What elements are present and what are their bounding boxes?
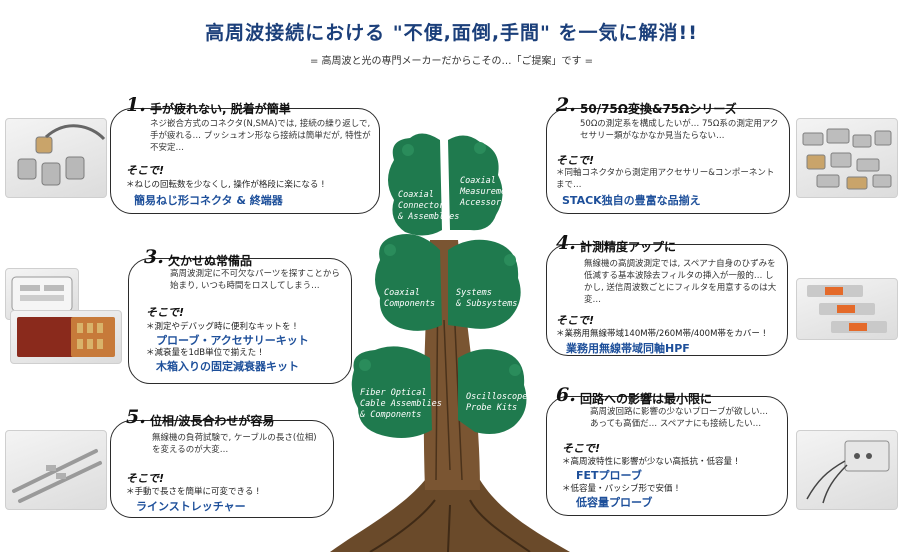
item-5-number: 5. (126, 406, 146, 428)
tree-label-systems: Systems& Subsystems (456, 288, 518, 309)
item-6-product-2: 低容量プローブ (576, 496, 653, 509)
item-1-heading: 手が疲れない, 脱着が簡単 (150, 102, 291, 116)
item-3-desc: 高周波測定に不可欠なパーツを探すことから始まり, いつも時間をロスしてしまう… (170, 269, 340, 291)
item-6-card (546, 396, 788, 516)
page-title: 高周波接続における "不便,面倒,手間" を一気に解消!! (205, 22, 698, 44)
item-2-number: 2. (556, 94, 576, 116)
item-6-photo (796, 430, 898, 510)
item-3-photo-box (10, 310, 122, 364)
item-3-heading: 欠かせぬ常備品 (168, 254, 253, 268)
item-1-number: 1. (126, 94, 146, 116)
item-3-note-1: ＊測定やデバッグ時に便利なキットを ! (146, 322, 297, 332)
item-3-product-1: プローブ・アクセサリーキット (156, 334, 309, 347)
item-5-card (110, 420, 334, 518)
item-1-note-1: ＊ねじの回転数を少なくし, 操作が格段に楽になる ! (126, 180, 325, 190)
item-4-desc: 無線機の高調波測定では, スペアナ自身のひずみを低減する基本波除去フィルタの挿入… (584, 259, 777, 305)
item-4-note-1: ＊業務用無線帯域140M帯/260M帯/400M帯をカバー ! (556, 329, 767, 339)
item-3-product-2: 木箱入りの固定減衰器キット (156, 360, 299, 373)
tree-illustration (330, 133, 570, 552)
item-5-desc: 無線機の負荷試験で, ケーブルの長さ(位相)を変えるのが大変… (152, 433, 317, 455)
item-4-product-1: 業務用無線帯域同軸HPF (566, 342, 690, 355)
item-2-desc: 50Ωの測定系を構成したいが… 75Ω系の測定用アクセサリー類がなかなか見当たら… (580, 119, 779, 141)
item-1-card (110, 108, 380, 214)
item-5-photo (5, 430, 107, 510)
item-5-soko: そこで! (126, 472, 165, 485)
canopy-low-left (351, 346, 432, 438)
item-4-soko: そこで! (556, 314, 595, 327)
item-3-number: 3. (144, 246, 164, 268)
item-2-card (546, 108, 790, 214)
item-1-desc: ネジ嵌合方式のコネクタ(N,SMA)では, 接続の繰り返しで, 手が疲れる… プ… (150, 119, 371, 153)
item-5-product-1: ラインストレッチャー (136, 500, 246, 513)
item-6-heading: 回路への影響は最小限に (580, 392, 713, 406)
item-2-photo (796, 118, 898, 198)
item-2-soko: そこで! (556, 154, 595, 167)
canopy-mid-right (448, 239, 521, 329)
item-6-desc: 高周波回路に影響の少ないプローブが欲しい… あっても高価だ… スペアナにも接続し… (590, 407, 768, 429)
item-6-soko: そこで! (562, 442, 601, 455)
item-4-photo (796, 278, 898, 340)
item-5-note-1: ＊手動で長さを簡単に可変できる ! (126, 487, 260, 497)
item-6-note-1: ＊高周波特性に影響が少ない高抵抗・低容量 ! (562, 457, 739, 467)
item-6-number: 6. (556, 384, 576, 406)
item-3-soko: そこで! (146, 306, 185, 319)
item-6-note-2: ＊低容量・パッシブ形で安価 ! (562, 484, 679, 494)
page-subtitle: = 高周波と光の専門メーカーだからこその…「ご提案」です = (309, 56, 594, 67)
item-3-note-2: ＊減衰量を1dB単位で揃えた ! (146, 348, 263, 358)
item-6-product-1: FETプローブ (576, 469, 642, 482)
item-4-card (546, 244, 788, 356)
item-2-note-1: ＊同軸コネクタから測定用アクセサリー&コンポーネントまで… (556, 168, 775, 190)
item-5-heading: 位相/波長合わせが容易 (150, 414, 275, 428)
item-1-soko: そこで! (126, 164, 165, 177)
item-4-number: 4. (556, 232, 576, 254)
item-1-photo (5, 118, 107, 198)
item-4-heading: 計測精度アップに (580, 240, 677, 254)
item-2-product-1: STACK独自の豊富な品揃え (562, 194, 701, 207)
canopy-mid-left (375, 234, 442, 331)
item-1-product-1: 簡易ねじ形コネクタ & 終端器 (134, 194, 283, 207)
canopy-top-left (388, 133, 442, 236)
canopy-top-right (448, 135, 503, 231)
item-3-card (128, 258, 352, 384)
item-2-heading: 50/75Ω変換&75Ωシリーズ (580, 102, 737, 116)
